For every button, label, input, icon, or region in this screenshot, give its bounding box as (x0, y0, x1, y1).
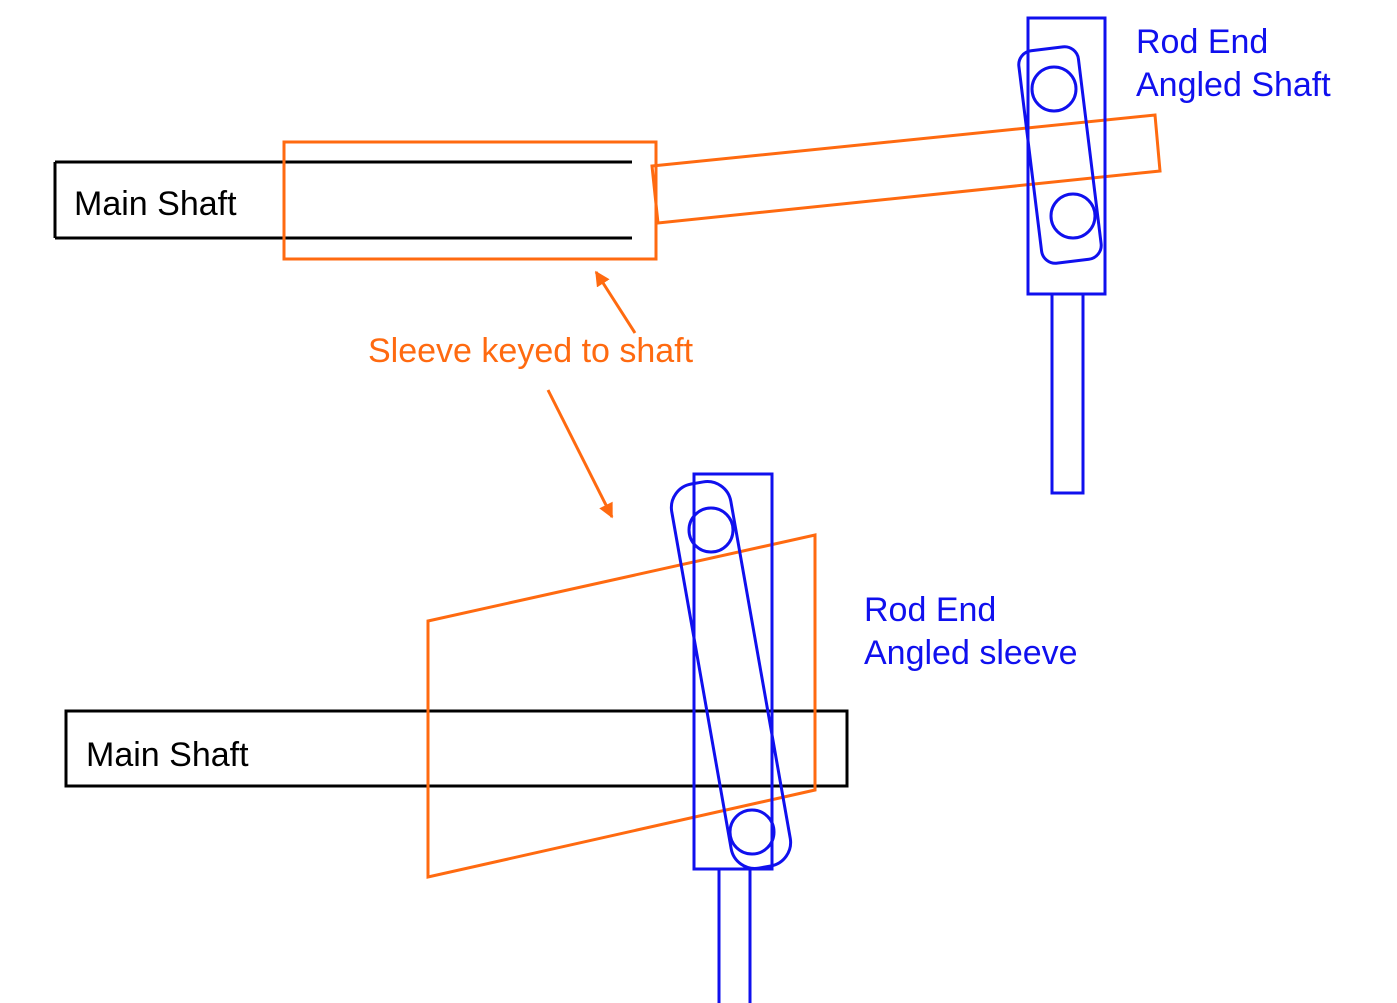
bottom-rod-end-lower-ball (728, 808, 776, 856)
bottom-rod-end-link (669, 480, 793, 870)
bottom-rod-end-stem (717, 869, 752, 1003)
top-rod-end-stem (1050, 292, 1085, 495)
top-assembly (53, 16, 1162, 495)
bottom-rod-end-label-line2: Angled sleeve (864, 634, 1078, 672)
top-rod-end-label-line1: Rod End (1136, 23, 1269, 61)
top-sleeve (282, 140, 658, 261)
bottom-main-shaft-label: Main Shaft (86, 736, 249, 774)
callout-label: Sleeve keyed to shaft (368, 332, 694, 370)
bottom-rod-end-upper-ball (687, 506, 735, 554)
bottom-main-shaft (64, 709, 849, 788)
top-rod-end-link (1017, 45, 1103, 265)
top-rod-end-label-line2: Angled Shaft (1136, 66, 1331, 104)
bottom-rod-end-label-line1: Rod End (864, 591, 997, 629)
top-rod-end-lower-ball (1049, 192, 1097, 240)
bottom-assembly (64, 472, 849, 1003)
callout-arrow-down (546, 389, 614, 519)
top-main-shaft-label: Main Shaft (74, 185, 237, 223)
callout-arrow-up (594, 270, 637, 334)
top-main-shaft (53, 160, 632, 240)
top-rod-end-upper-ball (1030, 65, 1078, 113)
bottom-angled-sleeve (426, 533, 817, 879)
callout-arrows (546, 270, 637, 519)
top-rod-end-housing (1026, 16, 1107, 296)
bottom-rod-end-housing (692, 472, 774, 871)
top-angled-shaft (650, 113, 1162, 225)
